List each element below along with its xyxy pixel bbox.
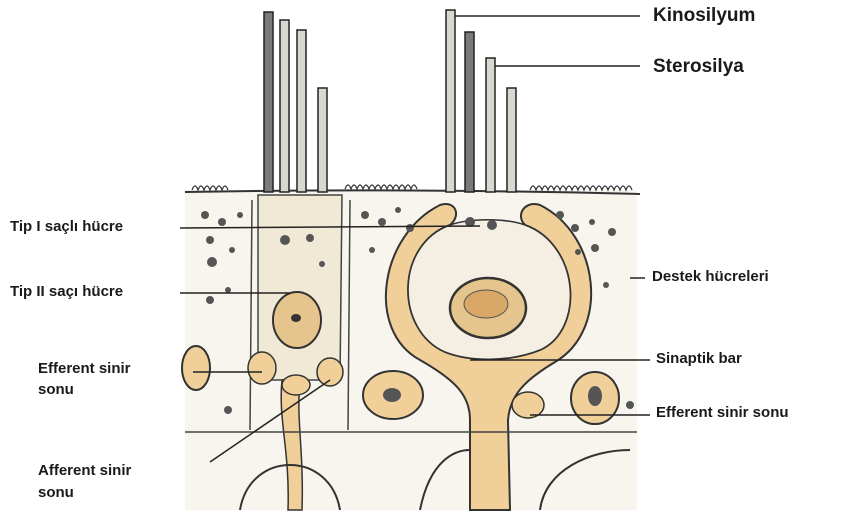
afferent-nerve-ending-label-1: Afferent sinir [38, 462, 131, 481]
microvilli [192, 185, 632, 190]
efferent-nerve-ending-left-label-1: Efferent sinir [38, 360, 131, 379]
kinocilium-label: Kinosilyum [653, 4, 755, 28]
supporting-cells-label: Destek hücreleri [652, 268, 769, 287]
nucleolus [291, 314, 301, 322]
efferent-nerve-ending-right-label: Efferent sinir sonu [656, 404, 789, 423]
right-efferent-terminal [512, 392, 544, 418]
right-hair-bundle [446, 10, 516, 192]
afferent-nerve-ending-label-2: sonu [38, 484, 74, 503]
synaptic-bar-label: Sinaptik bar [656, 350, 742, 369]
type-ii-cell [258, 195, 342, 380]
stereocilia-label: Sterosilya [653, 55, 744, 79]
type-ii-hair-cell-label: Tip II saçı hücre [10, 283, 123, 302]
type-i-nucleolus [464, 290, 508, 318]
efferent-nerve-ending-left-label-2: sonu [38, 381, 74, 400]
type-i-hair-cell-label: Tip I saçlı hücre [10, 218, 123, 237]
left-hair-bundle [264, 12, 327, 192]
